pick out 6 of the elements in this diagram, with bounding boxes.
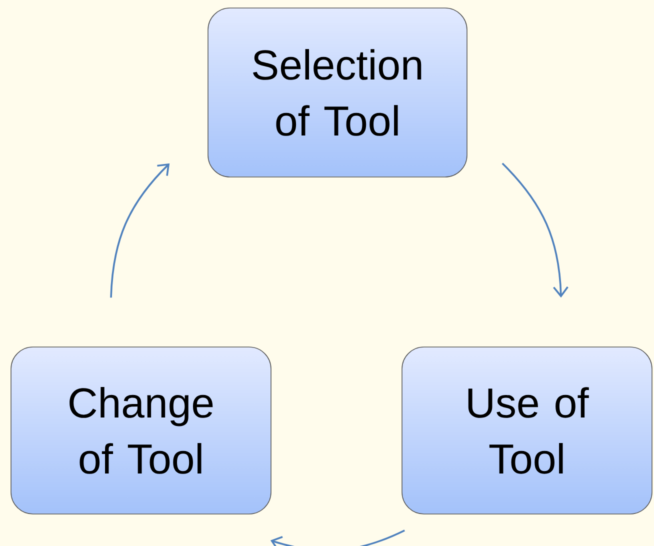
process-box: Use of Tool [402, 346, 652, 514]
arrow [270, 530, 405, 546]
process-box: Change of Tool [10, 346, 272, 514]
arrow [110, 163, 170, 298]
arrow [502, 162, 568, 298]
process-box: Selection of Tool [208, 8, 468, 178]
